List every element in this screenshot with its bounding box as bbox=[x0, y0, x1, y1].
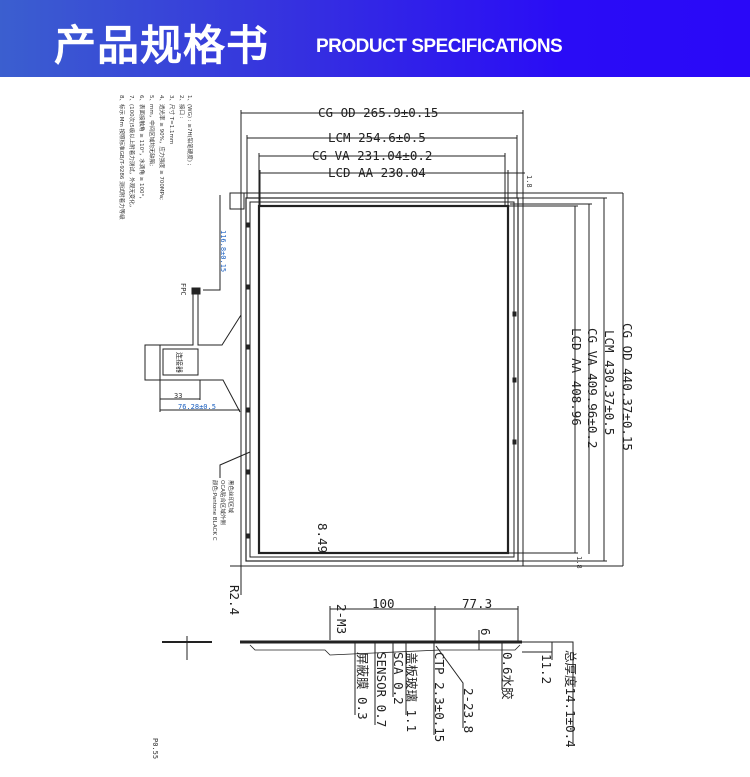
note-line: 8、标示 Mm 按照标准GB/T-9286 测试附着力等级 bbox=[118, 95, 126, 220]
top-dimensions: CG OD 265.9±0.15 LCM 254.6±0.5 CG VA 231… bbox=[240, 105, 533, 566]
label-ctp: CTP 2.3±0.15 bbox=[432, 652, 447, 742]
label-total-thickness: 总厚度14.1±0.4 bbox=[563, 650, 578, 748]
note-line: 4、透光率 ≥ 90%，应力强度 ≥ 700MPa; bbox=[158, 95, 166, 200]
dim-6: 6 bbox=[478, 628, 493, 636]
dim-77-3: 77.3 bbox=[462, 596, 492, 611]
label-11-2: 11.2 bbox=[539, 654, 554, 684]
technical-drawing: 1、(WG) : ≥7H(铅笔硬度) ; 2、接口 : 3、尺寸 T=1.1mm… bbox=[118, 95, 635, 759]
mounting-marks bbox=[245, 222, 517, 539]
fpc-label: FPC bbox=[179, 283, 187, 296]
label-2-23-8: 2-23.8 bbox=[461, 688, 476, 733]
dim-cg-od-height: CG OD 440.37±0.15 bbox=[620, 323, 635, 451]
note-line: 2、接口 : bbox=[178, 95, 186, 119]
connector-label: 连接器 bbox=[175, 352, 184, 373]
note-line: 7、(100次)5级以上附着力测试，外观无变化， bbox=[128, 95, 136, 210]
label-sensor: SENSOR 0.7 bbox=[374, 652, 389, 727]
title-english: PRODUCT SPECIFICATIONS bbox=[316, 36, 563, 57]
dim-cg-va-width: CG VA 231.04±0.2 bbox=[312, 148, 432, 163]
label-cover-glass: 盖板玻璃 1.1 bbox=[404, 652, 419, 732]
label-p055: P0.55 bbox=[151, 738, 159, 759]
dim-lcm-width: LCM 254.6±0.5 bbox=[328, 130, 426, 145]
dim-cg-va-height: CG VA 409.96±0.2 bbox=[585, 328, 600, 448]
side-view: 100 77.3 2-M3 6 屏蔽膜 0.3 SENSOR 0.7 SCA 0… bbox=[151, 596, 578, 759]
note-line: 5、mm，中间区域均无缺陷; bbox=[148, 95, 156, 166]
callout-line: 黑色丝印区域 bbox=[227, 480, 235, 514]
dim-corner-radius: R2.4 bbox=[227, 585, 242, 615]
dim-lcd-aa-width: LCD AA 230.04 bbox=[328, 165, 426, 180]
dim-lcd-aa-height: LCD AA 408.96 bbox=[569, 328, 584, 426]
note-line: 3、尺寸 T=1.1mm bbox=[168, 95, 176, 144]
dim-small-top: 1.8 bbox=[525, 175, 533, 188]
label-shield-film: 屏蔽膜 0.3 bbox=[355, 652, 370, 720]
dim-border: 8.49 bbox=[315, 523, 330, 553]
notes-block: 1、(WG) : ≥7H(铅笔硬度) ; 2、接口 : 3、尺寸 T=1.1mm… bbox=[118, 95, 194, 220]
dim-lcm-height: LCM 430.37±0.5 bbox=[602, 330, 617, 435]
screw-label: 2-M3 bbox=[334, 604, 349, 634]
dim-fpc-offset: 116.8±0.15 bbox=[219, 230, 227, 272]
note-line: 1、(WG) : ≥7H(铅笔硬度) ; bbox=[186, 95, 194, 166]
black-print-callout: 黑色丝印区域 OCA贴合区域外侧 颜色:Pantone BLACK C bbox=[211, 451, 251, 541]
right-dimensions: CG OD 440.37±0.15 LCM 430.37±0.5 CG VA 4… bbox=[508, 193, 635, 569]
title-chinese: 产品规格书 bbox=[54, 21, 270, 70]
dim-fpc-small: 33 bbox=[174, 392, 182, 400]
header-banner: 产品规格书 PRODUCT SPECIFICATIONS bbox=[0, 0, 750, 77]
dim-cg-od-width: CG OD 265.9±0.15 bbox=[318, 105, 438, 120]
callout-line: OCA贴合区域外侧 bbox=[219, 480, 227, 525]
callout-line: 颜色:Pantone BLACK C bbox=[211, 480, 219, 541]
fpc-connector: 116.8±0.15 76.28±0.5 33 连接器 FPC bbox=[144, 195, 242, 413]
dim-fpc-width: 76.28±0.5 bbox=[178, 403, 216, 411]
panel-outline bbox=[229, 192, 623, 595]
dim-small-bottom: 1.8 bbox=[575, 556, 583, 569]
label-water-glue: 0.6水胶 bbox=[500, 652, 515, 700]
note-line: 6、表面接触角 ≥ 110°，水滴角 ≥ 100°， bbox=[138, 95, 146, 202]
dim-100: 100 bbox=[372, 596, 395, 611]
label-sca: SCA 0.2 bbox=[391, 652, 406, 705]
